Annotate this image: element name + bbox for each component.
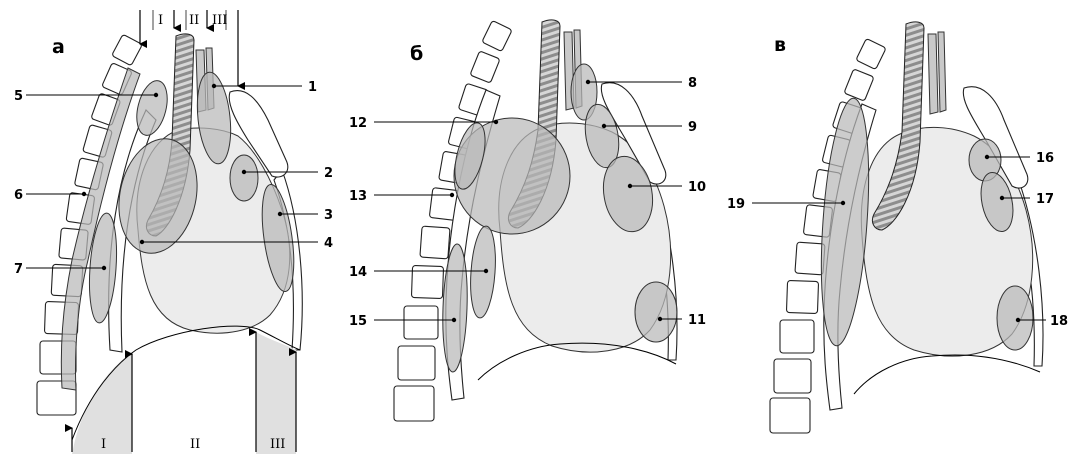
leader-dot (82, 192, 86, 196)
label-16: 16 (1036, 151, 1054, 166)
leader-dot (586, 80, 590, 84)
vessel (938, 32, 946, 112)
region-11 (635, 282, 677, 342)
label-7: 7 (14, 262, 23, 277)
label-13: 13 (349, 189, 367, 204)
vertebra (420, 226, 450, 259)
label-9: 9 (688, 120, 697, 135)
leader-dot (450, 193, 454, 197)
label-12: 12 (349, 116, 367, 131)
label-6: 6 (14, 188, 23, 203)
panel-b: б 8 (349, 20, 706, 421)
vertebra (482, 20, 512, 51)
label-15: 15 (349, 314, 367, 329)
vertebra (786, 280, 818, 313)
leader-dot (602, 124, 606, 128)
leader-dot (1016, 318, 1020, 322)
leader-dot (154, 93, 158, 97)
diaphragm-line (854, 355, 1040, 394)
panel-a-letter: а (52, 36, 65, 58)
leader-dot (212, 84, 216, 88)
region-14 (468, 225, 498, 318)
top-zone-label: I (158, 13, 163, 28)
label-2: 2 (324, 166, 333, 181)
leader-dot (242, 170, 246, 174)
top-zone-label: II (189, 13, 199, 28)
leader-dot (985, 155, 989, 159)
zone-band-III (256, 332, 296, 454)
region-18 (997, 286, 1033, 350)
vertebra (394, 386, 434, 421)
vertebra (398, 346, 435, 380)
vertebra (844, 69, 874, 101)
leader-dot (452, 318, 456, 322)
leader-dot (1000, 196, 1004, 200)
leader-dot (841, 201, 845, 205)
region-19 (814, 97, 875, 347)
bottom-zone-label: I (101, 437, 106, 452)
bottom-zone-label: II (190, 437, 200, 452)
leader-dot (140, 240, 144, 244)
label-18: 18 (1050, 314, 1068, 329)
vertebra (404, 306, 438, 339)
leader-dot (102, 266, 106, 270)
top-zone-label: III (212, 13, 227, 28)
leader-dot (658, 317, 662, 321)
leader-dot (278, 212, 282, 216)
label-19: 19 (727, 197, 745, 212)
label-5: 5 (14, 89, 23, 104)
vertebra (411, 265, 443, 298)
panel-a: а (14, 10, 333, 454)
label-10: 10 (688, 180, 706, 195)
leader-dot (484, 269, 488, 273)
bottom-zone-label: III (270, 437, 285, 452)
label-3: 3 (324, 208, 333, 223)
vertebra (470, 51, 500, 83)
label-8: 8 (688, 76, 697, 91)
region-2 (230, 155, 258, 201)
panel-c: в 16 17 (727, 22, 1068, 433)
vertebra (112, 34, 143, 66)
leader-dot (494, 120, 498, 124)
vessel (928, 34, 938, 114)
vertebra (856, 38, 886, 69)
vertebra (774, 359, 811, 393)
panel-c-letter: в (774, 34, 786, 56)
leader-dot (628, 184, 632, 188)
label-17: 17 (1036, 192, 1054, 207)
label-4: 4 (324, 236, 333, 251)
vertebra (780, 320, 814, 353)
region-15 (441, 244, 469, 373)
label-1: 1 (308, 80, 317, 95)
vertebra (770, 398, 810, 433)
vertebra (795, 242, 825, 275)
panel-b-letter: б (410, 43, 423, 65)
label-11: 11 (688, 313, 706, 328)
label-14: 14 (349, 265, 367, 280)
